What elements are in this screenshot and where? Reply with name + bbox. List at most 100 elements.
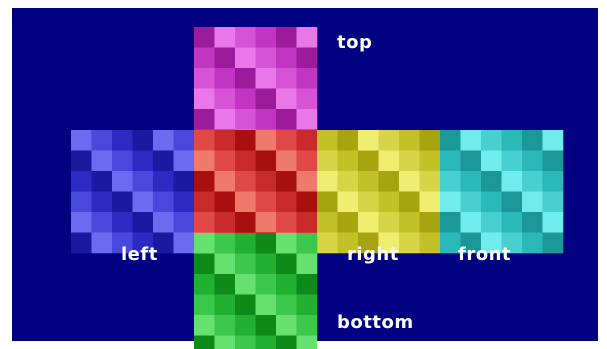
face-cell bbox=[194, 109, 215, 130]
label-left: left bbox=[121, 244, 158, 265]
face-cell bbox=[461, 212, 482, 233]
face-cell bbox=[543, 130, 564, 151]
face-cell bbox=[235, 233, 256, 254]
face-cell bbox=[502, 130, 523, 151]
face-cell bbox=[194, 89, 215, 110]
face-cell bbox=[297, 212, 318, 233]
face-cell bbox=[215, 151, 236, 172]
face-cell bbox=[399, 212, 420, 233]
face-cell bbox=[358, 212, 379, 233]
face-cell bbox=[338, 171, 359, 192]
face-cell bbox=[215, 212, 236, 233]
face-cell bbox=[174, 233, 195, 254]
face-cell bbox=[256, 212, 277, 233]
face-cell bbox=[276, 130, 297, 151]
face-cell bbox=[133, 171, 154, 192]
face-cell bbox=[256, 48, 277, 69]
face-cell bbox=[358, 151, 379, 172]
face-cell bbox=[256, 130, 277, 151]
label-top: top bbox=[337, 32, 372, 53]
face-cell bbox=[194, 254, 215, 275]
face-cell bbox=[235, 130, 256, 151]
face-cell bbox=[215, 68, 236, 89]
face-cell bbox=[276, 233, 297, 254]
face-cell bbox=[522, 151, 543, 172]
face-cell bbox=[153, 212, 174, 233]
face-cell bbox=[276, 212, 297, 233]
face-cell bbox=[256, 27, 277, 48]
face-cell bbox=[399, 130, 420, 151]
face-cell bbox=[235, 315, 256, 336]
face-cell bbox=[112, 130, 133, 151]
face-cell bbox=[235, 212, 256, 233]
face-cell bbox=[215, 89, 236, 110]
face-cell bbox=[420, 151, 441, 172]
face-cell bbox=[440, 130, 461, 151]
face-cell bbox=[461, 171, 482, 192]
face-cell bbox=[112, 192, 133, 213]
face-cell bbox=[256, 171, 277, 192]
face-cell bbox=[71, 151, 92, 172]
face-cell bbox=[153, 171, 174, 192]
face-right bbox=[317, 130, 440, 253]
face-cell bbox=[502, 212, 523, 233]
face-cell bbox=[174, 212, 195, 233]
face-cell bbox=[420, 212, 441, 233]
face-cell bbox=[317, 233, 338, 254]
face-cell bbox=[235, 295, 256, 316]
face-cell bbox=[543, 212, 564, 233]
face-cell bbox=[215, 233, 236, 254]
face-cell bbox=[358, 192, 379, 213]
face-cell bbox=[297, 295, 318, 316]
face-cell bbox=[92, 192, 113, 213]
face-cell bbox=[297, 171, 318, 192]
face-cell bbox=[133, 212, 154, 233]
face-cell bbox=[440, 192, 461, 213]
face-cell bbox=[420, 233, 441, 254]
face-cell bbox=[297, 254, 318, 275]
face-cell bbox=[420, 171, 441, 192]
face-cell bbox=[174, 151, 195, 172]
face-cell bbox=[420, 192, 441, 213]
face-left bbox=[71, 130, 194, 253]
face-cell bbox=[174, 130, 195, 151]
face-cell bbox=[297, 130, 318, 151]
label-front: front bbox=[458, 244, 511, 265]
face-cell bbox=[317, 151, 338, 172]
face-cell bbox=[194, 274, 215, 295]
face-cell bbox=[174, 192, 195, 213]
face-cell bbox=[317, 171, 338, 192]
face-cell bbox=[112, 212, 133, 233]
face-cell bbox=[215, 254, 236, 275]
face-cell bbox=[256, 274, 277, 295]
face-cell bbox=[379, 192, 400, 213]
face-cell bbox=[276, 27, 297, 48]
face-cell bbox=[194, 315, 215, 336]
face-cell bbox=[215, 109, 236, 130]
face-cell bbox=[235, 151, 256, 172]
face-cell bbox=[235, 109, 256, 130]
face-cell bbox=[92, 212, 113, 233]
face-cell bbox=[297, 27, 318, 48]
face-cell bbox=[276, 295, 297, 316]
face-cell bbox=[522, 130, 543, 151]
face-cell bbox=[297, 109, 318, 130]
face-cell bbox=[235, 48, 256, 69]
face-cell bbox=[358, 130, 379, 151]
face-cell bbox=[481, 130, 502, 151]
face-cell bbox=[194, 295, 215, 316]
face-cell bbox=[194, 130, 215, 151]
face-cell bbox=[276, 109, 297, 130]
face-cell bbox=[256, 315, 277, 336]
face-cell bbox=[215, 48, 236, 69]
face-cell bbox=[71, 192, 92, 213]
face-cell bbox=[276, 48, 297, 69]
face-cell bbox=[338, 192, 359, 213]
face-cell bbox=[92, 151, 113, 172]
face-cell bbox=[256, 336, 277, 349]
face-cell bbox=[502, 151, 523, 172]
face-cell bbox=[215, 295, 236, 316]
face-cell bbox=[92, 171, 113, 192]
face-cell bbox=[522, 233, 543, 254]
face-cell bbox=[153, 130, 174, 151]
